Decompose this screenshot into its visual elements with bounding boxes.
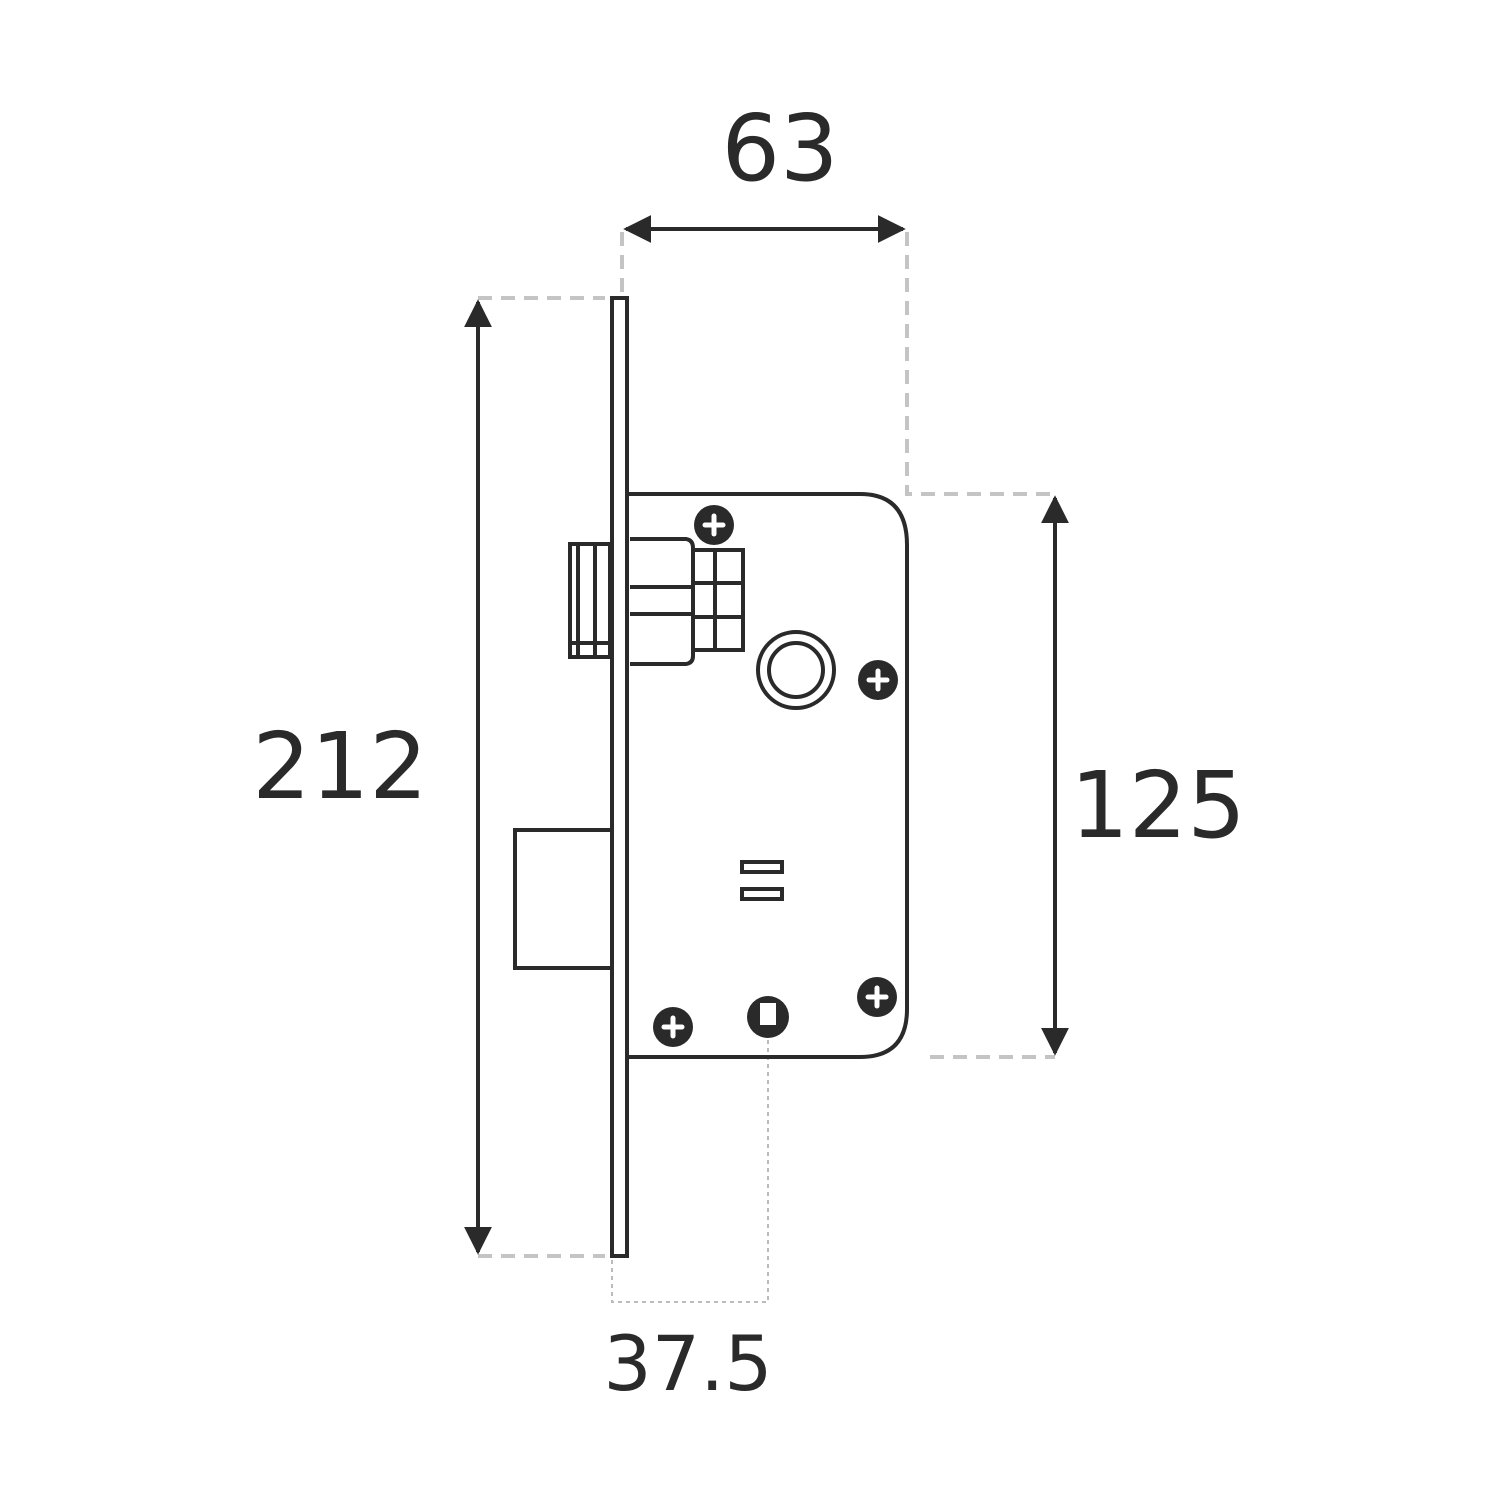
- dimension-label-total-height: 212: [252, 713, 428, 820]
- dimension-lines: [464, 215, 1069, 1255]
- spindle: [747, 996, 789, 1038]
- dead-bolt: [513, 828, 614, 970]
- faceplate: [610, 296, 629, 1258]
- dimension-label-backset: 37.5: [603, 1319, 772, 1408]
- extension-line-backset: [611, 1030, 769, 1303]
- lock-body: [513, 296, 909, 1258]
- screw-icon: [653, 1007, 693, 1047]
- keyhole-slots: [740, 860, 784, 901]
- lock-case: [627, 492, 909, 1059]
- follower-hub: [756, 630, 836, 710]
- screw-icon: [858, 660, 898, 700]
- screw-icon: [857, 977, 897, 1017]
- extension-lines: [478, 232, 1055, 1303]
- latch-bolt: [568, 542, 612, 659]
- dimension-label-case-height: 125: [1070, 752, 1246, 859]
- latch-mechanism: [630, 537, 745, 666]
- extension-line-width-right: [905, 232, 1055, 496]
- dimension-label-width: 63: [721, 95, 838, 202]
- screw-icon: [694, 505, 734, 545]
